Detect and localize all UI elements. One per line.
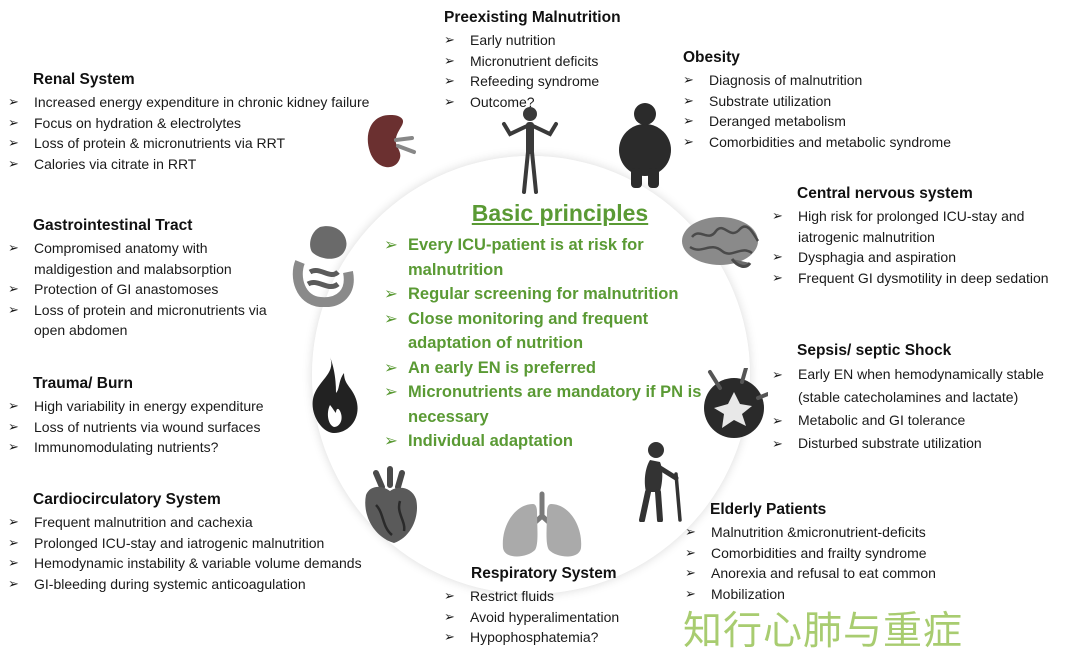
- section-list: ➢High risk for prolonged ICU-stay and ia…: [772, 206, 1072, 288]
- list-item: ➢Protection of GI anastomoses: [8, 281, 219, 298]
- basic-principles-panel: Basic principles ➢Every ICU-patient is a…: [380, 200, 730, 454]
- stomach-intestine-icon: [292, 226, 354, 307]
- list-item: ➢Mobilization: [685, 585, 785, 602]
- list-item: ➢GI-bleeding during systemic anticoagula…: [8, 575, 306, 592]
- list-item: ➢Comorbidities and frailty syndrome: [685, 544, 927, 561]
- list-item: ➢Malnutrition &micronutrient-deficits: [685, 524, 926, 540]
- section-title: Obesity: [683, 49, 740, 66]
- brain-icon: [682, 217, 760, 268]
- list-item: ➢High risk for prolonged ICU-stay and ia…: [772, 208, 1025, 245]
- section-title: Sepsis/ septic Shock: [797, 342, 952, 359]
- lungs-icon: [502, 491, 582, 557]
- list-item: ➢Diagnosis of malnutrition: [683, 72, 863, 88]
- list-item: ➢Prolonged ICU-stay and iatrogenic malnu…: [8, 534, 325, 551]
- list-item: ➢Early nutrition: [444, 32, 556, 48]
- list-item: ➢Outcome?: [444, 93, 535, 110]
- list-item: ➢Loss of protein & micronutrients via RR…: [8, 135, 286, 152]
- central-nervous-system-section: Central nervous system ➢High risk for pr…: [772, 185, 1072, 288]
- mannequin-icon: [502, 107, 558, 194]
- list-item: ➢Avoid hyperalimentation: [444, 608, 620, 625]
- section-list: ➢Early EN when hemodynamically stable (s…: [772, 363, 1077, 455]
- respiratory-system-section: Respiratory System ➢Restrict fluids ➢Avo…: [444, 565, 674, 648]
- section-title: Respiratory System: [471, 565, 617, 582]
- principle-item: ➢Regular screening for malnutrition: [384, 285, 679, 303]
- section-title: Elderly Patients: [710, 501, 827, 518]
- section-list: ➢Increased energy expenditure in chronic…: [8, 92, 438, 174]
- watermark: 知行心肺与重症: [683, 609, 964, 654]
- list-item: ➢Hypophosphatemia?: [444, 629, 599, 646]
- gastrointestinal-tract-section: Gastrointestinal Tract ➢Compromised anat…: [8, 217, 283, 341]
- list-item: ➢Metabolic and GI tolerance: [772, 412, 966, 428]
- section-title: Trauma/ Burn: [33, 375, 133, 392]
- fire-icon: [312, 357, 358, 433]
- list-item: ➢Early EN when hemodynamically stable (s…: [772, 366, 1044, 405]
- list-item: ➢Dysphagia and aspiration: [772, 249, 956, 266]
- preexisting-malnutrition-section: Preexisting Malnutrition ➢Early nutritio…: [444, 9, 674, 112]
- list-item: ➢Disturbed substrate utilization: [772, 435, 982, 451]
- list-item: ➢Hemodynamic instability & variable volu…: [8, 555, 362, 572]
- section-list: ➢Diagnosis of malnutrition ➢Substrate ut…: [683, 70, 1023, 152]
- basic-principles-list: ➢Every ICU-patient is at risk for malnut…: [380, 233, 730, 454]
- basic-principles-title: Basic principles: [471, 200, 649, 226]
- section-title: Central nervous system: [797, 185, 973, 202]
- list-item: ➢Immunomodulating nutrients?: [8, 439, 219, 456]
- list-item: ➢High variability in energy expenditure: [8, 398, 264, 414]
- section-list: ➢High variability in energy expenditure …: [8, 396, 308, 458]
- list-item: ➢Increased energy expenditure in chronic…: [8, 94, 370, 110]
- elderly-person-icon: [639, 442, 682, 522]
- list-item: ➢Substrate utilization: [683, 92, 832, 109]
- section-title: Gastrointestinal Tract: [33, 217, 193, 234]
- list-item: ➢Anorexia and refusal to eat common: [685, 565, 936, 582]
- list-item: ➢Frequent GI dysmotility in deep sedatio…: [772, 269, 1049, 286]
- list-item: ➢Focus on hydration & electrolytes: [8, 114, 241, 131]
- principle-item: ➢Every ICU-patient is at risk for malnut…: [384, 236, 644, 279]
- trauma-burn-section: Trauma/ Burn ➢High variability in energy…: [8, 375, 308, 458]
- elderly-patients-section: Elderly Patients ➢Malnutrition &micronut…: [685, 501, 985, 604]
- list-item: ➢Micronutrient deficits: [444, 52, 599, 69]
- section-list: ➢Compromised anatomy with maldigestion a…: [8, 238, 283, 341]
- obesity-section: Obesity ➢Diagnosis of malnutrition ➢Subs…: [683, 49, 1023, 152]
- sepsis-section: Sepsis/ septic Shock ➢Early EN when hemo…: [772, 342, 1077, 455]
- section-title: Preexisting Malnutrition: [444, 9, 621, 26]
- section-list: ➢Early nutrition ➢Micronutrient deficits…: [444, 30, 674, 112]
- list-item: ➢Frequent malnutrition and cachexia: [8, 514, 253, 530]
- section-list: ➢Frequent malnutrition and cachexia ➢Pro…: [8, 512, 428, 594]
- cardiocirculatory-section: Cardiocirculatory System ➢Frequent malnu…: [8, 491, 428, 594]
- list-item: ➢Compromised anatomy with maldigestion a…: [8, 240, 232, 277]
- list-item: ➢Refeeding syndrome: [444, 73, 600, 90]
- kidney-icon: [367, 115, 416, 168]
- principle-item: ➢An early EN is preferred: [384, 358, 596, 377]
- renal-system-section: Renal System ➢Increased energy expenditu…: [8, 71, 438, 174]
- list-item: ➢Loss of protein and micronutrients via …: [8, 301, 267, 339]
- septic-shock-icon: [704, 368, 768, 438]
- list-item: ➢Loss of nutrients via wound surfaces: [8, 418, 261, 435]
- section-list: ➢Restrict fluids ➢Avoid hyperalimentatio…: [444, 586, 674, 648]
- list-item: ➢Deranged metabolism: [683, 113, 846, 130]
- section-list: ➢Malnutrition &micronutrient-deficits ➢C…: [685, 522, 985, 604]
- heart-icon: [365, 466, 418, 543]
- principle-item: ➢Individual adaptation: [384, 432, 574, 450]
- list-item: ➢Comorbidities and metabolic syndrome: [683, 133, 951, 150]
- section-title: Renal System: [33, 71, 135, 88]
- list-item: ➢Restrict fluids: [444, 588, 555, 604]
- obese-person-icon: [619, 103, 671, 188]
- principle-item: ➢Close monitoring and frequent adaptatio…: [384, 309, 649, 353]
- list-item: ➢Calories via citrate in RRT: [8, 155, 197, 172]
- section-title: Cardiocirculatory System: [33, 491, 221, 508]
- principle-item: ➢Micronutrients are mandatory if PN is n…: [384, 383, 702, 426]
